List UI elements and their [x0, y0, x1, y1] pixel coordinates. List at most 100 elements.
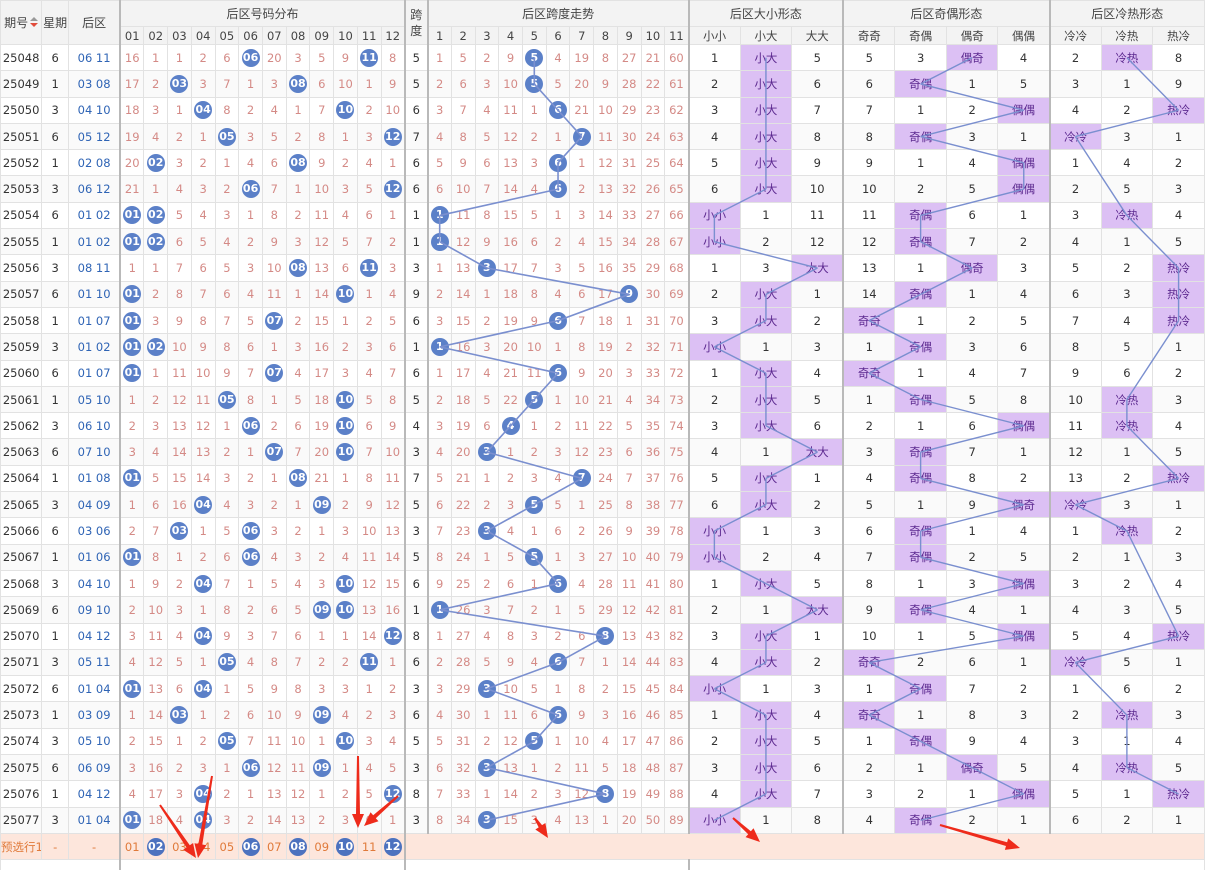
- size-cell: 10: [791, 175, 844, 203]
- hotcold-cell: 4: [1152, 727, 1205, 756]
- hotcold-cell: 5: [1100, 333, 1154, 361]
- header-dist-num: 10: [333, 26, 358, 45]
- span-cell: 5: [403, 43, 429, 72]
- trend-cell: 3: [474, 333, 500, 361]
- hotcold-cell: 4: [1100, 149, 1154, 177]
- trend-cell: 32: [640, 333, 666, 361]
- trend-cell: 75: [664, 438, 690, 466]
- dist-cell: 2: [333, 149, 358, 177]
- preselect-num[interactable]: 01: [119, 832, 145, 861]
- trend-ball: 1: [430, 600, 449, 619]
- trend-cell: 72: [664, 359, 690, 387]
- dist-ball: 06: [241, 416, 260, 435]
- back-numbers-cell: 01 06: [68, 543, 121, 571]
- header-size-col: 大大: [791, 26, 844, 45]
- dist-cell: 1: [167, 43, 192, 72]
- back-numbers-cell: 03 08: [68, 70, 121, 98]
- dist-cell: 2: [167, 754, 192, 782]
- preselect-ball[interactable]: 02: [146, 837, 165, 856]
- preselect-num[interactable]: 05: [214, 832, 240, 861]
- size-cell: 小大: [739, 622, 793, 650]
- dist-cell: 2: [143, 280, 169, 308]
- parity-cell: 1: [894, 96, 947, 124]
- dist-cell: 7: [261, 622, 287, 650]
- dist-cell: 4: [356, 754, 382, 782]
- preselect-label[interactable]: 预选行1: [0, 832, 43, 861]
- trend-cell: 30: [640, 280, 666, 308]
- hotcold-cell: 冷热: [1100, 201, 1154, 230]
- trend-cell: 27: [616, 43, 642, 72]
- back-numbers-cell: 05 12: [68, 122, 121, 151]
- preselect-num[interactable]: 11: [356, 832, 382, 861]
- preselect-num[interactable]: 09: [309, 832, 335, 861]
- preselect-ball[interactable]: 12: [383, 837, 402, 856]
- parity-cell: 4: [945, 359, 999, 387]
- trend-cell: 67: [664, 228, 690, 256]
- size-cell: 1: [739, 675, 793, 703]
- period-cell: 25058: [0, 306, 43, 335]
- parity-cell: 偶偶: [997, 175, 1051, 203]
- trend-cell: 40: [640, 543, 666, 571]
- preselect-num[interactable]: 06: [238, 832, 263, 861]
- size-cell: 小小: [687, 333, 741, 361]
- dist-cell: 06: [238, 412, 263, 440]
- parity-cell: 奇偶: [894, 596, 947, 624]
- dist-cell: 15: [380, 569, 406, 598]
- dist-cell: 9: [214, 359, 240, 387]
- size-cell: 8: [791, 806, 844, 834]
- preselect-ball[interactable]: 10: [336, 837, 355, 856]
- trend-cell: 42: [640, 596, 666, 624]
- size-cell: 1: [687, 359, 741, 387]
- parity-cell: 偶奇: [945, 754, 999, 782]
- preselect-ball[interactable]: 08: [289, 837, 308, 856]
- parity-cell: 5: [997, 70, 1051, 98]
- trend-cell: 3: [545, 780, 571, 808]
- preselect-num[interactable]: 07: [261, 832, 287, 861]
- trend-ball: 6: [549, 653, 568, 672]
- dist-cell: 6: [285, 412, 311, 440]
- header-hotcold-col: 冷冷: [1048, 26, 1102, 45]
- span-cell: 1: [403, 201, 429, 230]
- preselect-num[interactable]: 10: [333, 832, 358, 861]
- preselect-num[interactable]: 02: [143, 832, 169, 861]
- parity-cell: 2: [945, 96, 999, 124]
- size-cell: 大大: [791, 596, 844, 624]
- trend-cell: 2: [426, 70, 452, 98]
- dist-cell: 7: [143, 517, 169, 545]
- size-cell: 小大: [739, 780, 793, 808]
- size-cell: 3: [739, 254, 793, 282]
- trend-cell: 12: [498, 727, 523, 756]
- preselect-ball[interactable]: 06: [241, 837, 260, 856]
- trend-cell: 26: [640, 175, 666, 203]
- sort-up-down-icon[interactable]: [30, 16, 39, 30]
- preselect-num[interactable]: 08: [285, 832, 311, 861]
- hotcold-cell: 13: [1048, 464, 1102, 493]
- trend-cell: 4: [474, 96, 500, 124]
- dist-cell: 06: [238, 175, 263, 203]
- trend-cell: 4: [498, 412, 523, 440]
- preselect-num[interactable]: 03: [167, 832, 192, 861]
- dist-ball: 01: [123, 206, 142, 225]
- header-trend-num: 3: [474, 26, 500, 45]
- size-cell: 3: [687, 306, 741, 335]
- hotcold-cell: 5: [1152, 438, 1205, 466]
- dist-cell: 9: [285, 701, 311, 729]
- header-period[interactable]: 期号: [0, 0, 43, 45]
- dist-ball: 10: [336, 390, 355, 409]
- hotcold-cell: 3: [1100, 122, 1154, 151]
- preselect-num[interactable]: 12: [380, 832, 406, 861]
- dist-cell: 4: [238, 280, 263, 308]
- parity-cell: 4: [997, 280, 1051, 308]
- size-cell: 4: [687, 122, 741, 151]
- hotcold-cell: 热冷: [1152, 622, 1205, 650]
- dist-cell: 5: [238, 306, 263, 335]
- preselect-num[interactable]: 04: [190, 832, 216, 861]
- trend-cell: 21: [640, 43, 666, 72]
- dist-cell: 17: [309, 359, 335, 387]
- trend-cell: 2: [545, 228, 571, 256]
- header-parity-col: 奇偶: [894, 26, 947, 45]
